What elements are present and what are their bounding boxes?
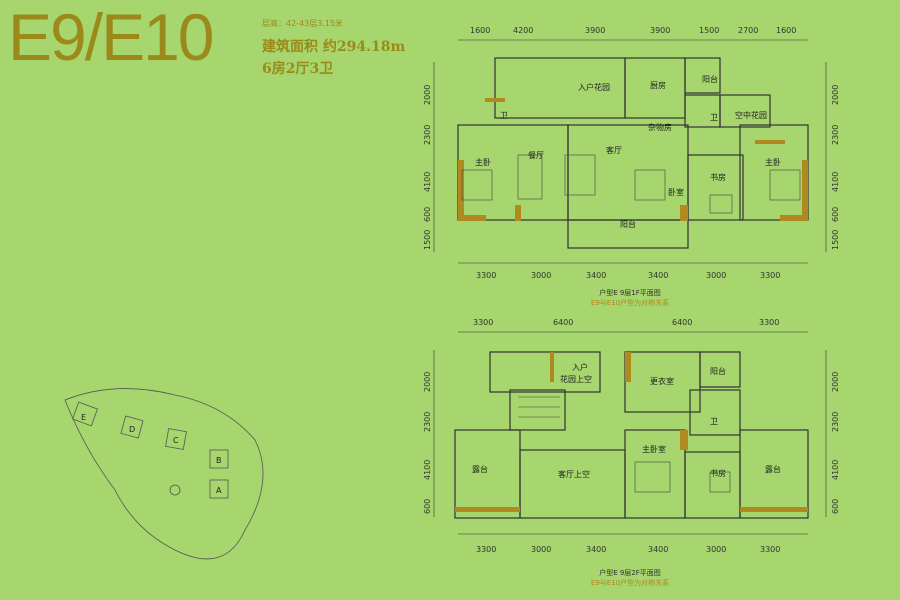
page-title: E9/E10 [8, 0, 214, 74]
room-sky-garden: 空中花园 [735, 110, 767, 120]
dim-left-5: 1500 [423, 230, 432, 250]
room-study: 书房 [710, 172, 726, 182]
dim-top-1: 1600 [470, 26, 490, 35]
dim2-left-4: 600 [423, 499, 432, 514]
room-garden-void-2: 花园上空 [560, 374, 592, 384]
dim-left-4: 600 [423, 207, 432, 222]
caption-1f-title: 户型E 9层1F平面图 [599, 289, 661, 297]
dim2-left-3: 4100 [423, 460, 432, 480]
dim2-bottom-3: 3400 [586, 545, 606, 554]
room-bedroom: 卧室 [668, 187, 684, 197]
room-summary: 6房2厅3卫 [262, 61, 334, 77]
dim-right-1: 2000 [831, 85, 840, 105]
dim2-top-2: 6400 [553, 318, 573, 327]
furniture-1f [461, 154, 801, 214]
room-balcony-2f: 阳台 [710, 366, 726, 376]
room-master-2f: 主卧室 [642, 444, 666, 454]
floor-height-note: 层高：42-43层3.15米 [262, 19, 344, 28]
walls-2f [454, 351, 809, 519]
site-label-b: B [216, 456, 222, 465]
floor-plan-2f: 3300 6400 6400 3300 3300 3000 3400 3400 … [423, 318, 840, 554]
site-center-marker [169, 484, 181, 496]
dim2-right-1: 2000 [831, 372, 840, 392]
room-study-2f: 书房 [710, 468, 726, 478]
room-kitchen: 厨房 [650, 80, 666, 90]
dim-right-3: 4100 [831, 172, 840, 192]
dim-top-2: 4200 [513, 26, 533, 35]
room-balcony-bottom: 阳台 [620, 219, 636, 229]
caption-2f: 户型E 9层2F平面图 E9与E10户型为对称关系 [550, 568, 710, 588]
room-terrace-right: 露台 [765, 464, 781, 474]
site-map: E D C B A [64, 388, 264, 560]
site-label-c: C [173, 436, 179, 445]
dim-bottom-5: 3000 [706, 271, 726, 280]
room-terrace-left: 露台 [472, 464, 488, 474]
caption-1f: 户型E 9层1F平面图 E9与E10户型为对称关系 [550, 288, 710, 308]
room-bath-1: 卫 [500, 111, 508, 120]
room-balcony-top: 阳台 [702, 74, 718, 84]
dim2-right-3: 4100 [831, 460, 840, 480]
dim-right-4: 600 [831, 207, 840, 222]
furniture-2f [518, 396, 731, 493]
room-storage: 杂物房 [648, 122, 672, 132]
building-area: 建筑面积 约294.18m [262, 39, 406, 55]
wall-accents-2f [455, 352, 808, 512]
caption-2f-note: E9与E10户型为对称关系 [590, 579, 670, 587]
room-living: 客厅 [606, 145, 622, 155]
room-bath-2f: 卫 [710, 417, 718, 426]
site-label-e: E [81, 413, 86, 422]
dim-left-1: 2000 [423, 85, 432, 105]
dim2-bottom-5: 3000 [706, 545, 726, 554]
dim-top-4: 3900 [650, 26, 670, 35]
site-buildings [72, 401, 229, 499]
site-boundary [64, 388, 264, 560]
room-living-void: 客厅上空 [558, 469, 590, 479]
dim2-bottom-6: 3300 [760, 545, 780, 554]
dim-bottom-4: 3400 [648, 271, 668, 280]
dim2-right-4: 600 [831, 499, 840, 514]
dim-bottom-3: 3400 [586, 271, 606, 280]
dim2-top-3: 6400 [672, 318, 692, 327]
dim2-top-4: 3300 [759, 318, 779, 327]
dim2-right-2: 2300 [831, 412, 840, 432]
dim-top-7: 1600 [776, 26, 796, 35]
room-master-right: 主卧 [765, 157, 781, 167]
caption-1f-note: E9与E10户型为对称关系 [590, 299, 670, 307]
dim-right-2: 2300 [831, 125, 840, 145]
floor-plan-1f: 1600 4200 3900 3900 1500 2700 1600 3300 … [423, 26, 840, 280]
dim-bottom-2: 3000 [531, 271, 551, 280]
dim2-left-1: 2000 [423, 372, 432, 392]
dim2-bottom-1: 3300 [476, 545, 496, 554]
room-dining: 餐厅 [528, 151, 544, 160]
dim2-left-2: 2300 [423, 412, 432, 432]
dim-left-3: 4100 [423, 172, 432, 192]
dim-right-5: 1500 [831, 230, 840, 250]
caption-2f-title: 户型E 9层2F平面图 [599, 569, 661, 577]
dim-top-6: 2700 [738, 26, 758, 35]
dim2-bottom-4: 3400 [648, 545, 668, 554]
room-garden-void-1: 入户 [572, 362, 588, 372]
dim-top-3: 3900 [585, 26, 605, 35]
site-label-a: A [216, 486, 222, 495]
dim-bottom-1: 3300 [476, 271, 496, 280]
room-garden: 入户花园 [578, 82, 610, 92]
dim2-bottom-2: 3000 [531, 545, 551, 554]
site-label-d: D [129, 425, 135, 434]
dim-bottom-6: 3300 [760, 271, 780, 280]
wall-accents-1f [458, 98, 808, 221]
room-master-left: 主卧 [475, 157, 491, 167]
dim-left-2: 2300 [423, 125, 432, 145]
room-bath-2: 卫 [710, 113, 718, 122]
room-closet: 更衣室 [650, 376, 674, 386]
dim2-top-1: 3300 [473, 318, 493, 327]
dim-top-5: 1500 [699, 26, 719, 35]
